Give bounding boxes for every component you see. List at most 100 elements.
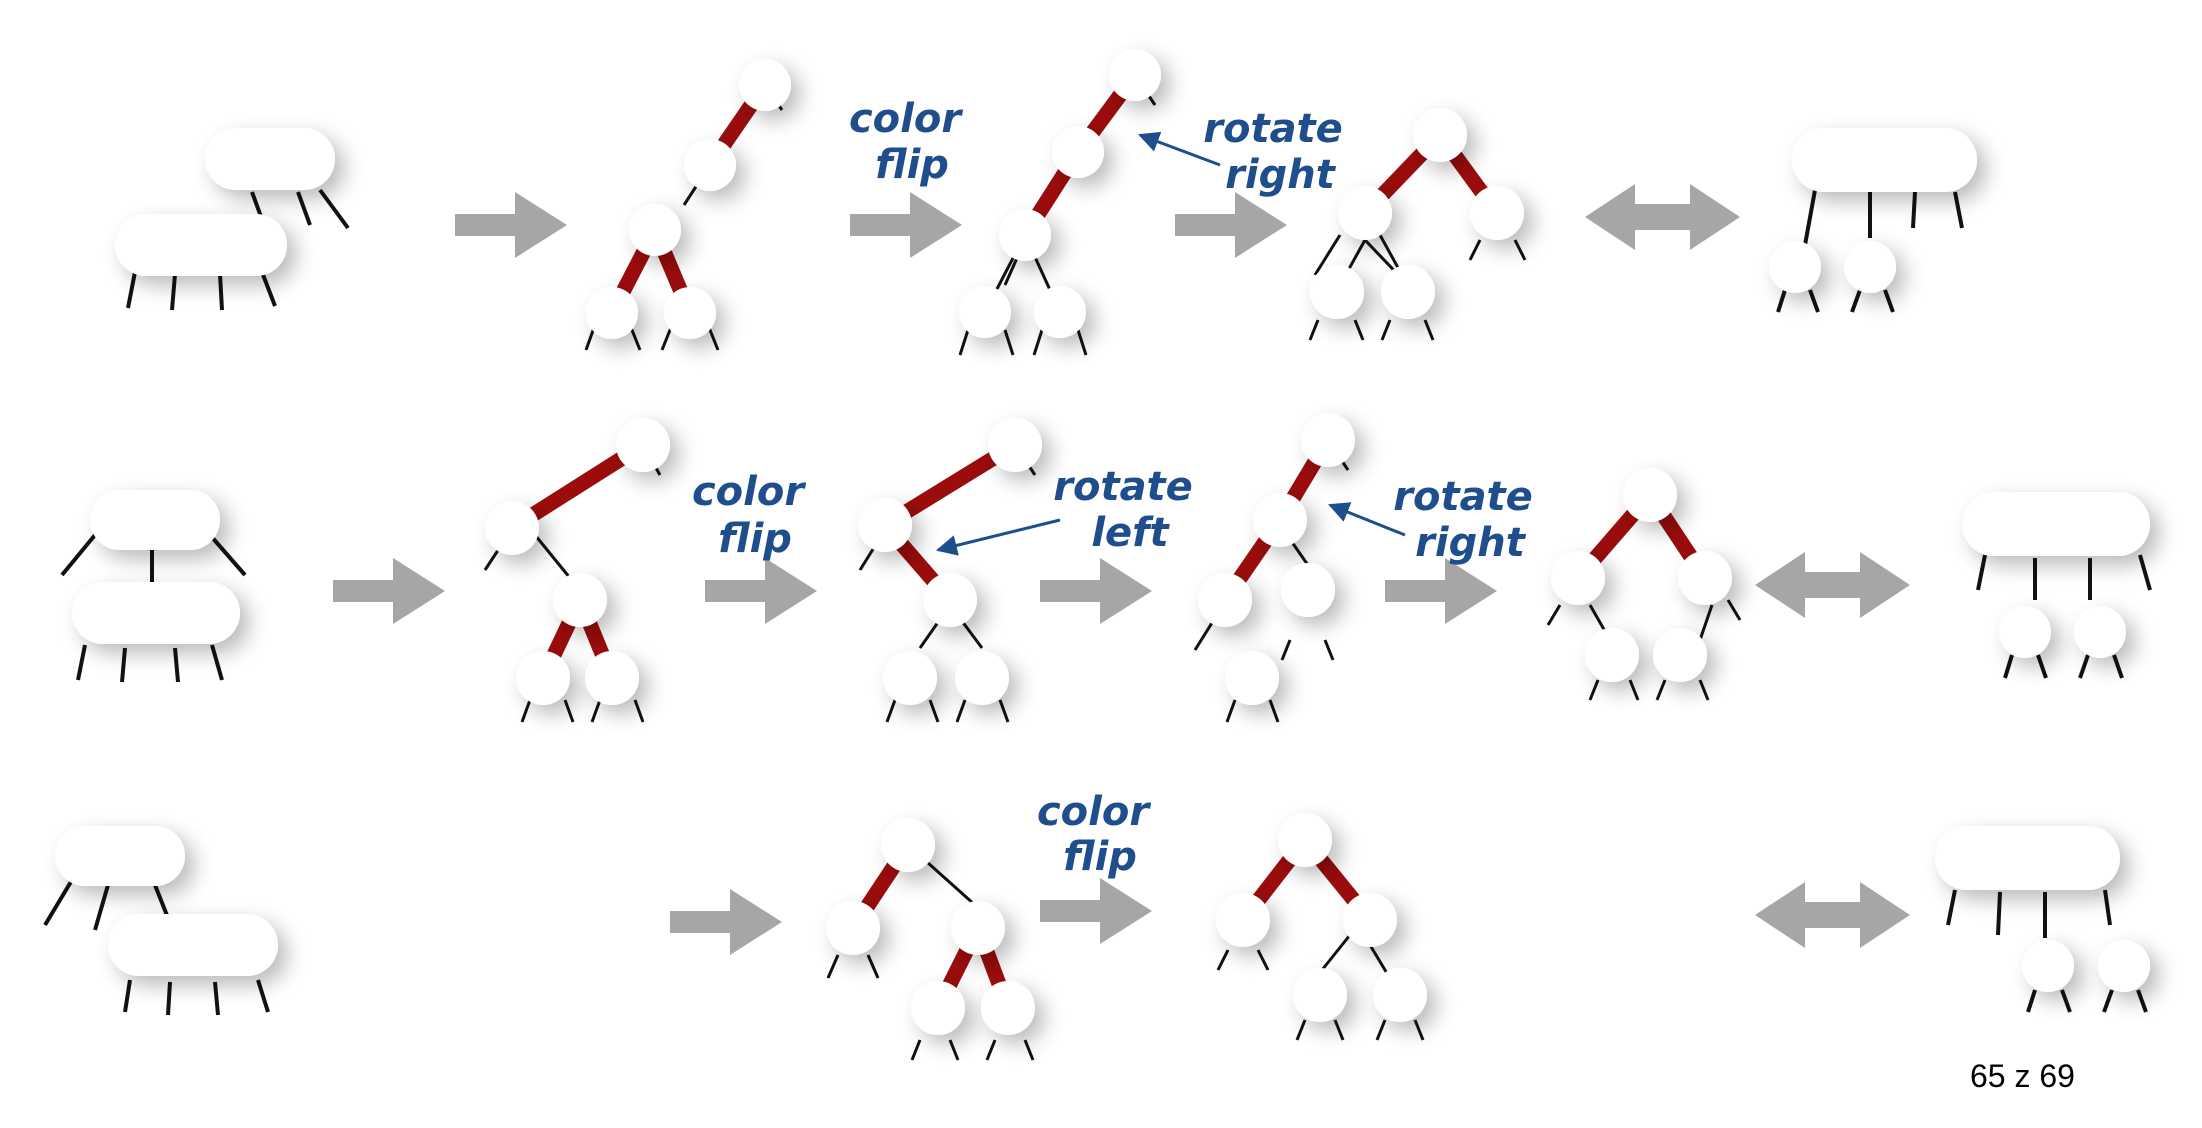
tree-node (664, 287, 716, 339)
annotation-pointer (1138, 131, 1221, 167)
three-node-pair-1 (115, 128, 350, 311)
tree-node (2022, 940, 2074, 992)
transition-arrow (1040, 878, 1152, 944)
tree-node (485, 501, 539, 555)
tree-node (959, 286, 1011, 338)
four-node-1 (1769, 128, 1977, 313)
row-2: color flip rotate left rotate right (60, 413, 2152, 723)
transition-arrow (850, 192, 962, 258)
transition-arrow (1040, 558, 1152, 624)
tree-2d (1546, 468, 1742, 701)
tree-node (1413, 108, 1467, 162)
four-node (1792, 128, 1977, 192)
tree-node (1225, 651, 1279, 705)
rotate-left-label: rotate left (1053, 464, 1207, 556)
tree-node (586, 287, 638, 339)
tree-node (2074, 606, 2126, 658)
three-node (108, 914, 278, 976)
tree-node (1198, 573, 1252, 627)
transition-arrow (1385, 558, 1497, 624)
tree-node (1052, 126, 1104, 178)
tree-node (999, 209, 1051, 261)
tree-2a (483, 418, 670, 723)
color-flip-label: color flip (849, 96, 975, 188)
tree-node (516, 651, 570, 705)
tree-node (1281, 563, 1335, 617)
transition-arrow (455, 192, 567, 258)
tree-node (585, 651, 639, 705)
tree-node (1293, 968, 1347, 1022)
tree-node (616, 418, 670, 472)
tree-node (883, 651, 937, 705)
tree-node (1585, 628, 1639, 682)
tree-node (1769, 241, 1821, 293)
tree-node (923, 573, 977, 627)
tree-3a (826, 818, 1035, 1061)
tree-node (629, 204, 681, 256)
transition-arrow (705, 558, 817, 624)
rotate-right-label: rotate right (1393, 474, 1547, 566)
three-node (90, 490, 220, 550)
tree-node (1253, 493, 1307, 547)
tree-1a (584, 59, 791, 351)
tree-node (1381, 265, 1435, 319)
tree-node (1999, 606, 2051, 658)
tree-node (858, 498, 912, 552)
double-arrow (1755, 882, 1910, 948)
tree-node (2098, 940, 2150, 992)
tree-node (1343, 893, 1397, 947)
tree-node (553, 573, 607, 627)
tree-node (981, 981, 1035, 1035)
tree-node (1109, 49, 1161, 101)
transition-arrow (1175, 192, 1287, 258)
three-node-pair-3 (43, 826, 278, 1016)
tree-3b (1216, 813, 1427, 1041)
three-node (55, 826, 185, 886)
tree-node (1278, 813, 1332, 867)
tree-node (955, 651, 1009, 705)
tree-node (1373, 968, 1427, 1022)
tree-node (951, 901, 1005, 955)
double-arrow (1585, 184, 1740, 250)
tree-node (1844, 241, 1896, 293)
tree-node (1551, 551, 1605, 605)
four-node-2 (1962, 492, 2152, 679)
three-node (115, 214, 287, 276)
tree-2c (1193, 413, 1355, 723)
tree-node (1653, 628, 1707, 682)
row-1: color flip rotate right (115, 49, 1977, 356)
four-node (1962, 492, 2150, 556)
three-node-pair-2 (60, 490, 247, 683)
tree-node (739, 59, 791, 111)
four-node-3 (1935, 826, 2150, 1013)
row-3: color flip (43, 789, 2150, 1061)
annotation-pointer (1328, 502, 1406, 537)
tree-node (1470, 186, 1524, 240)
tree-node (684, 139, 736, 191)
tree-node (1623, 468, 1677, 522)
tree-node (1310, 265, 1364, 319)
four-node (1935, 826, 2120, 890)
tree-node (1338, 186, 1392, 240)
tree-2b (858, 418, 1042, 723)
tree-node (988, 418, 1042, 472)
page-number: 65 z 69 (1970, 1058, 2075, 1094)
tree-1c (1308, 108, 1527, 341)
annotation-pointer (935, 518, 1061, 556)
three-node (72, 582, 240, 644)
tree-node (1301, 413, 1355, 467)
three-node (205, 128, 335, 190)
tree-node (1678, 551, 1732, 605)
tree-node (881, 818, 935, 872)
transition-arrow (333, 558, 445, 624)
rotate-right-label: rotate right (1203, 106, 1357, 198)
tree-node (826, 901, 880, 955)
color-flip-label: color flip (692, 469, 818, 562)
double-arrow (1755, 552, 1910, 618)
tree-node (1216, 893, 1270, 947)
color-flip-label: color flip (1037, 789, 1163, 880)
tree-node (911, 981, 965, 1035)
transition-arrow (670, 889, 782, 955)
tree-node (1034, 286, 1086, 338)
